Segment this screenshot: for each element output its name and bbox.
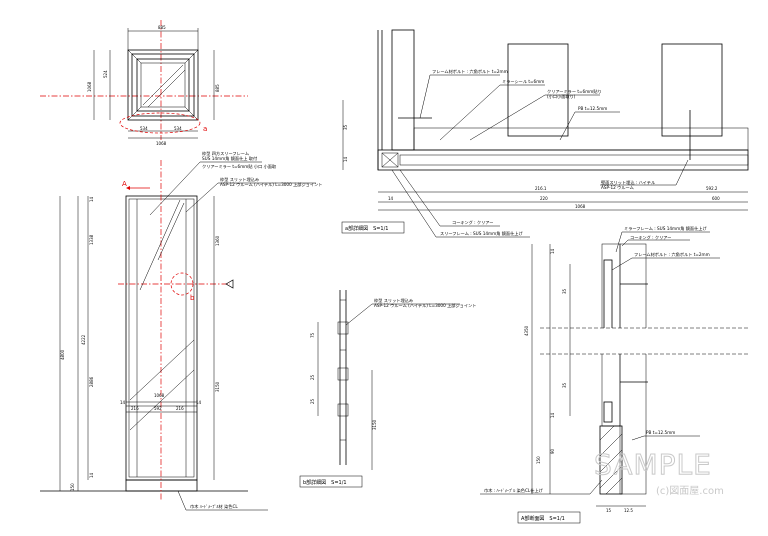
- det-a-note-seal: ミラーシール t=6mm: [502, 79, 544, 85]
- det-a-dim-216: 216.1: [535, 186, 547, 191]
- elev-dim-150: 150: [70, 483, 75, 491]
- det-a-dim-600: 600: [712, 196, 720, 201]
- sec-a-dim-12-5: 12.5: [624, 508, 633, 513]
- sec-a-note-base: 巾木 : ﾊｰﾄﾞﾒｰﾌﾟﾙ 染色CL仕上げ: [484, 487, 544, 494]
- plan-left-dim-2: 1068: [87, 81, 92, 92]
- plan-top-dim: 885: [158, 25, 166, 30]
- det-a-dim-220: 220: [540, 196, 548, 201]
- elev-bdim-14a: 14: [120, 400, 126, 405]
- det-a-title: a部詳細図 S=1/1: [345, 225, 388, 232]
- elev-note-base: 巾木 ﾊｰﾄﾞﾒｰﾌﾟﾙ材 染色CL: [190, 503, 238, 510]
- sec-a-dim-90: 90: [550, 448, 555, 454]
- plan-right-dim: 885: [215, 84, 220, 92]
- elev-dim-total: 4800: [60, 349, 65, 360]
- elev-dim-3150: 3150: [215, 381, 220, 392]
- det-a-note-bolt: フレーム材ボルト : 六角ボルト t=2mm: [432, 68, 508, 75]
- elev-dim-4222: 4222: [81, 334, 86, 345]
- det-a-dim-35: 35: [343, 124, 348, 130]
- elev-dim-14-bot: 14: [89, 472, 94, 478]
- sec-a-note-caulk: コーキング : クリアー: [630, 234, 671, 241]
- det-b-dim-25a: 25: [310, 374, 315, 380]
- det-b-dim-3150: 3150: [372, 419, 377, 430]
- plan-bottom-dim-1: 534: [140, 126, 148, 131]
- plan-bottom-dim-2: 534: [174, 126, 182, 131]
- sec-a-dim-14b: 14: [550, 412, 555, 418]
- detail-a: 216.1 592.2 220 600 1068 14 35 14 フレーム材ボ…: [341, 29, 749, 238]
- sec-a-note-bolt: フレーム材ボルト : 六角ボルト t=2mm: [634, 251, 710, 258]
- plan-bottom-total: 1068: [156, 141, 167, 146]
- det-b-title: b部詳細図 S=1/1: [303, 479, 347, 486]
- det-a-note-mirror: クリアーミラー t=6mm貼り(小口小面取り): [547, 88, 602, 100]
- elev-bdim-216b: 216: [176, 406, 184, 411]
- sec-a-dim-14: 14: [550, 248, 555, 254]
- sec-a-dim-35: 35: [562, 288, 567, 294]
- watermark-sub: (c)図面屋.com: [656, 485, 724, 497]
- sec-a-note-pb: PB t=12.5mm: [646, 430, 675, 435]
- det-a-dim-14: 14: [388, 196, 394, 201]
- plan-left-dim-1: 524: [103, 70, 108, 78]
- det-a-dim-14v: 14: [343, 156, 348, 162]
- sec-a-dim-35b: 35: [562, 382, 567, 388]
- det-a-note-pb: PB t=12.5mm: [578, 106, 607, 111]
- elev-bdim-14b: 14: [196, 400, 202, 405]
- elev-dim-1360: 1360: [215, 235, 220, 246]
- elev-bdim-592: 592: [154, 406, 162, 411]
- det-a-dim-592: 592.2: [706, 186, 718, 191]
- watermark-text: SAMPLE: [594, 448, 712, 481]
- plan-detail-marker: a: [203, 125, 207, 133]
- elevation-view: A b 4800 4222 1338 2886 14 14 150 1360 3…: [40, 150, 322, 511]
- det-b-dim-25b: 25: [310, 398, 315, 404]
- detail-marker-b: b: [190, 294, 195, 302]
- det-a-note-frame: スリーフレーム : SUS 14mm角 鏡面仕上げ: [440, 230, 523, 237]
- sec-a-dim-150: 150: [536, 456, 541, 464]
- det-a-dim-1068: 1068: [575, 204, 586, 209]
- elev-bdim-216a: 216: [131, 406, 139, 411]
- watermark: SAMPLE (c)図面屋.com: [594, 448, 724, 498]
- sec-a-note-frame: ミラーフレーム : SUS 14mm角 鏡面仕上げ: [624, 225, 707, 232]
- elev-note-mirror: クリアーミラー t=6mm貼 小口 小面取: [202, 163, 277, 170]
- plan-view: 885 524 1068 885 534 534 1068 a: [40, 20, 248, 146]
- section-a: 4350 14 35 35 14 90 150 15 12.5 ミラーフレーム …: [480, 225, 750, 524]
- section-marker-a: A: [122, 180, 127, 188]
- elev-dim-2886: 2886: [89, 376, 94, 387]
- sec-a-dim-4350: 4350: [524, 325, 529, 336]
- det-b-dim-75: 75: [310, 332, 315, 338]
- sec-a-dim-15: 15: [606, 508, 612, 513]
- sec-a-title: A部断面図 S=1/1: [521, 515, 565, 522]
- elev-dim-14-top: 14: [89, 196, 94, 202]
- elev-dim-1338: 1338: [89, 234, 94, 245]
- elev-dim-width: 1068: [154, 393, 165, 398]
- det-a-note-caulk: コーキング : クリアー: [452, 219, 493, 226]
